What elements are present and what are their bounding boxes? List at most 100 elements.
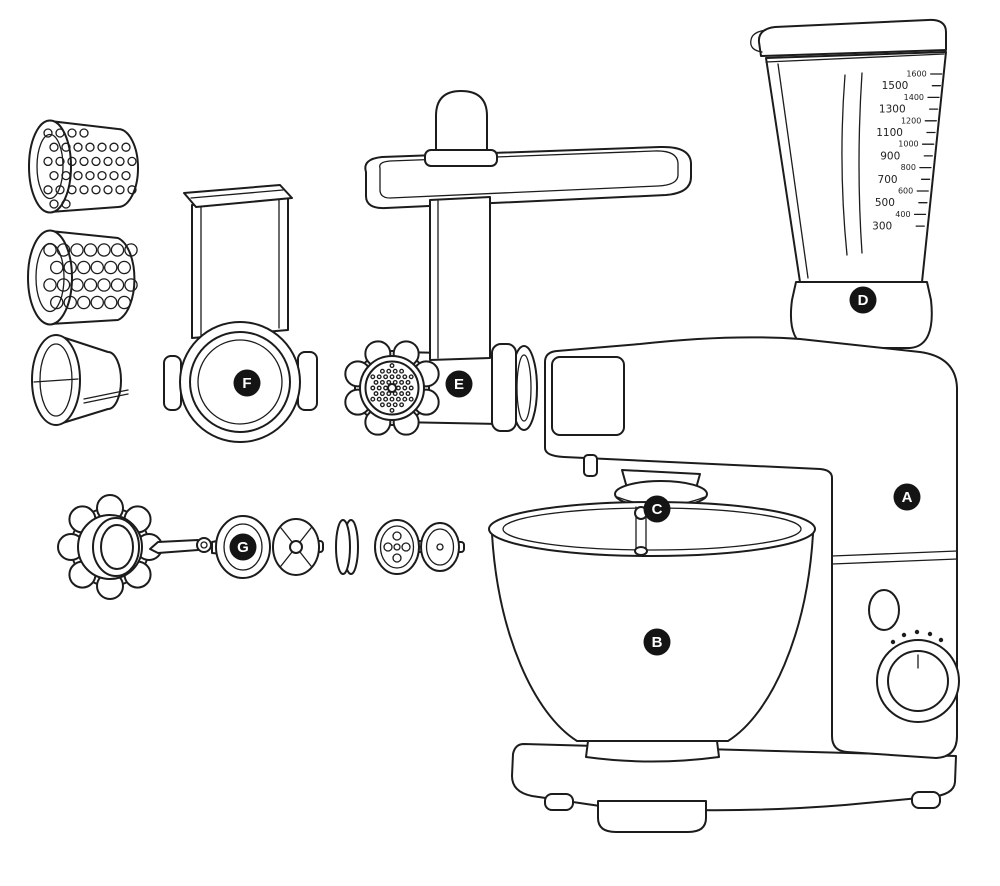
slicer-feed-chute	[163, 184, 318, 443]
plate-edge-front	[335, 519, 351, 575]
label-d-text: D	[858, 292, 869, 309]
blender-scale-value: 700	[878, 174, 898, 186]
jug-inner-wall	[777, 63, 809, 279]
head-vent-panel	[551, 356, 625, 436]
lid-spout	[750, 29, 767, 53]
spanner-tool	[149, 539, 199, 554]
fine-plate-center-hole	[436, 543, 444, 551]
jug-reflection-1	[841, 74, 848, 256]
plate-hole-center	[393, 543, 401, 551]
food-pusher	[435, 90, 488, 153]
label-d-circle	[849, 286, 877, 314]
mixer-foot-left	[544, 793, 574, 811]
blender-scale-value: 1600	[906, 70, 926, 79]
mixer-front-foot	[597, 800, 707, 833]
cone-slot	[83, 389, 129, 404]
blender-scale-value: 300	[872, 221, 892, 233]
mixer-body-outline	[544, 336, 958, 759]
label-d: D	[849, 286, 877, 314]
bowl-foot	[585, 740, 720, 763]
pulse-button	[868, 589, 900, 631]
stand-mixer	[488, 336, 960, 833]
blender-scale-value: 400	[895, 210, 910, 219]
label-e-circle	[445, 370, 473, 398]
pusher-flange	[424, 149, 498, 167]
blender-scale-value: 1000	[898, 140, 918, 149]
mincer-parts-exploded	[57, 494, 465, 600]
blender-scale-value: 500	[875, 197, 895, 209]
fine-drum-cap-inner	[36, 133, 64, 200]
blender-lid	[757, 18, 947, 57]
knob-mark-2	[901, 632, 907, 638]
blender-scale-value: 800	[901, 163, 916, 172]
label-e: E	[445, 370, 473, 398]
grater-drum-fine	[28, 119, 139, 214]
chute-tab-left	[163, 355, 182, 411]
part-labels: A B C D E F G	[229, 286, 921, 656]
spanner-eye-hole	[200, 541, 208, 549]
label-a: A	[893, 483, 921, 511]
shaft-bead	[634, 546, 648, 556]
knife-hub	[289, 540, 303, 554]
chute-body	[191, 196, 289, 339]
speed-knob-inner	[887, 650, 949, 712]
plate-hole-left	[383, 542, 393, 552]
spanner-eye	[196, 537, 212, 553]
slicer-cone	[31, 334, 129, 426]
label-f-text: F	[242, 375, 251, 392]
label-a-circle	[893, 483, 921, 511]
label-g-text: G	[237, 539, 249, 556]
plate-hole-right	[401, 542, 411, 552]
barrel-collar	[491, 343, 517, 432]
mincer-attachment	[344, 90, 692, 436]
coarse-drum-holes	[43, 243, 138, 310]
blender-scale-value: 1500	[882, 80, 909, 92]
jug-rim-line	[765, 53, 945, 63]
label-e-text: E	[454, 376, 464, 393]
mincer-feed-tube	[429, 196, 491, 361]
coarse-drum-cap	[27, 229, 73, 326]
fine-plate-inner	[425, 528, 455, 566]
mincer-tray-inner	[379, 150, 679, 199]
label-f-circle	[233, 369, 261, 397]
blender-scale-value: 1300	[879, 104, 906, 116]
holed-plate-inner	[379, 525, 415, 569]
chute-collar-mid	[189, 331, 291, 433]
chute-opening-inner	[190, 189, 284, 199]
label-b-text: B	[652, 634, 663, 651]
blender-base-collar	[790, 281, 933, 349]
chute-collar-inner	[197, 339, 283, 425]
fine-drum-cap	[28, 119, 72, 214]
cone-blade-line	[33, 378, 79, 383]
knob-mark-5	[938, 637, 944, 643]
label-g: G	[229, 533, 257, 561]
mixer-foot-right	[911, 791, 941, 809]
label-c: C	[643, 495, 671, 523]
jug-reflection-2	[858, 72, 863, 254]
head-latch-pin	[583, 454, 598, 477]
chute-opening	[183, 184, 293, 208]
knob-mark-1	[890, 639, 896, 645]
blender-scale-value: 600	[898, 187, 913, 196]
label-c-text: C	[652, 501, 663, 518]
blender-scale-value: 1400	[904, 93, 924, 102]
body-seam-lines	[831, 550, 958, 565]
grater-drum-coarse	[27, 229, 138, 326]
plate-hole-top	[392, 531, 402, 541]
label-c-circle	[643, 495, 671, 523]
plate-hole-bottom	[392, 553, 402, 563]
knob-mark-3	[914, 629, 920, 635]
auger-end-inner	[223, 523, 263, 571]
blender-scale-value: 900	[880, 150, 900, 162]
label-b: B	[643, 628, 671, 656]
blender-scale-value: 1100	[876, 127, 903, 139]
mincer-grinding-plate	[370, 363, 414, 413]
knob-mark-4	[927, 631, 933, 637]
blender-scale-value: 1200	[901, 116, 921, 125]
ring-nut	[57, 494, 163, 600]
fine-drum-holes	[43, 128, 137, 209]
label-a-text: A	[902, 489, 913, 506]
label-f: F	[233, 369, 261, 397]
